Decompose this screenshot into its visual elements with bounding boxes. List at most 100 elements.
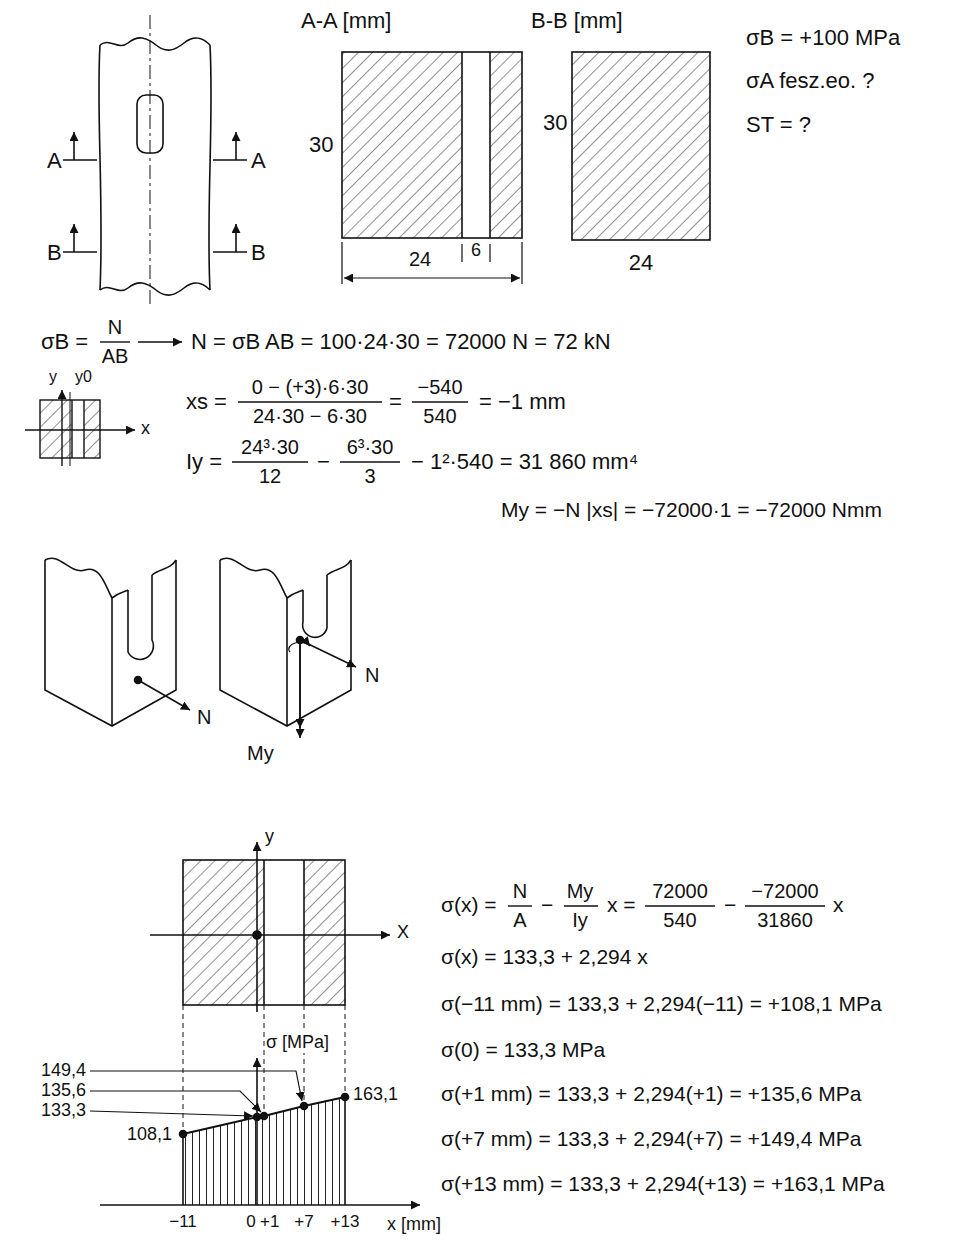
- annotation-text: X: [396, 922, 410, 943]
- annotation-text: 163,1: [352, 1084, 399, 1105]
- sketch-stroke: [73, 224, 75, 252]
- annotation-text: −540: [416, 376, 463, 399]
- annotation-text: 24³·30: [240, 436, 300, 459]
- annotation-text: 6: [470, 240, 482, 261]
- sketch-stroke: [342, 52, 522, 238]
- sketch-stroke: [286, 598, 288, 726]
- sketch-stroke: [84, 400, 100, 458]
- annotation-text: y: [48, 368, 58, 386]
- annotation-text: 24·30 − 6·30: [252, 405, 368, 428]
- sketch-stroke: [521, 242, 522, 284]
- sketch-stroke: [100, 1204, 420, 1206]
- sketch-stroke: [112, 590, 128, 598]
- sketch-stroke: [345, 1005, 346, 1097]
- annotation-text: A-A [mm]: [300, 8, 392, 33]
- annotation-text: Iy =: [185, 449, 223, 474]
- annotation-text: Iy: [571, 909, 589, 932]
- annotation-text: 540: [422, 405, 457, 428]
- annotation-text: ST = ?: [745, 112, 812, 137]
- sketch-stroke: [90, 1071, 302, 1101]
- sketch-stroke: [490, 52, 522, 238]
- sketch-stroke: [45, 560, 176, 726]
- annotation-text: 108,1: [126, 1124, 173, 1145]
- annotation-text: −: [540, 893, 554, 917]
- sketch-stroke: [461, 52, 463, 238]
- annotation-text: My: [246, 742, 275, 765]
- section-a-a: [342, 52, 522, 284]
- sketch-stroke: [182, 1134, 184, 1205]
- annotation-text: 30: [542, 110, 568, 135]
- annotation-text: x [mm]: [386, 1214, 442, 1235]
- annotation-text: +7: [293, 1212, 314, 1232]
- annotation-text: 24: [408, 248, 432, 271]
- annotation-text: B: [46, 240, 63, 265]
- sketch-stroke: [253, 931, 261, 939]
- sketch-stroke: [256, 1058, 258, 1205]
- annotation-text: My = −N |xs| = −72000·1 = −72000 Nmm: [500, 498, 883, 522]
- sketch-stroke: [342, 1094, 349, 1101]
- sketch-stroke: [100, 283, 210, 295]
- sketch-stroke: [261, 1113, 268, 1120]
- annotation-text: N = σB AB = 100·24·30 = 72000 N = 72 kN: [190, 329, 612, 354]
- sketch-stroke: [264, 1005, 265, 1116]
- annotation-text: − 1²·540 = 31 860 mm⁴: [410, 449, 639, 474]
- annotation-text: 12: [258, 465, 282, 488]
- annotation-text: x: [832, 893, 845, 917]
- annotation-text: x =: [606, 893, 637, 917]
- sketch-stroke: [183, 860, 264, 1005]
- block-sketch: [45, 558, 190, 726]
- annotation-text: +1: [259, 1212, 280, 1232]
- annotation-text: N: [107, 316, 123, 339]
- sketch-stroke: [340, 461, 400, 462]
- annotation-text: B: [250, 240, 267, 265]
- sketch-stroke: [326, 575, 328, 628]
- sketch-stroke: [150, 934, 390, 936]
- annotation-text: −: [316, 449, 331, 474]
- block-sketch: [220, 558, 356, 738]
- cross-section: [150, 842, 390, 1012]
- annotation-text: B-B [mm]: [530, 8, 624, 33]
- annotation-text: A: [46, 148, 63, 173]
- sketch-stroke: [289, 642, 310, 652]
- annotation-text: 0: [245, 1212, 256, 1232]
- annotation-text: 6³·30: [346, 436, 395, 459]
- annotation-text: 24: [628, 250, 654, 275]
- sketch-stroke: [299, 640, 301, 728]
- sketch-stroke: [287, 590, 303, 598]
- annotation-text: −72000: [750, 880, 819, 903]
- section-b-b: [572, 52, 710, 240]
- sketch-stroke: [302, 590, 304, 622]
- sketch-stroke: [73, 132, 75, 160]
- sketch-stroke: [303, 622, 327, 637]
- sketch-stroke: [138, 341, 182, 342]
- annotation-text: 0 − (+3)·6·30: [251, 376, 370, 399]
- annotation-text: σ(+7 mm) = 133,3 + 2,294(+7) = +149,4 MP…: [440, 1127, 862, 1151]
- annotation-text: 72000: [651, 880, 709, 903]
- sketch-stroke: [150, 15, 151, 305]
- sketch-stroke: [100, 38, 210, 50]
- sketch-stroke: [90, 1091, 261, 1112]
- annotation-text: N: [364, 664, 380, 687]
- annotation-text: N: [196, 706, 212, 729]
- annotation-text: y: [264, 826, 275, 847]
- annotation-text: A: [512, 909, 527, 932]
- annotation-text: = −1 mm: [478, 389, 567, 414]
- sketch-stroke: [303, 860, 305, 1005]
- sketch-stroke: [220, 560, 351, 726]
- annotation-text: 540: [662, 909, 697, 932]
- sketch-stroke: [301, 1103, 308, 1110]
- annotation-text: σ [MPa]: [265, 1032, 330, 1053]
- sketch-stroke: [99, 45, 101, 290]
- sketch-stroke: [213, 251, 247, 253]
- annotation-text: N: [512, 880, 528, 903]
- annotation-text: σ(−11 mm) = 133,3 + 2,294(−11) = +108,1 …: [440, 992, 883, 1016]
- annotation-text: My: [566, 880, 595, 903]
- sketch-stroke: [138, 680, 190, 710]
- sketch-stroke: [645, 905, 715, 906]
- sketch-stroke: [70, 392, 71, 466]
- sketch-stroke: [90, 1111, 253, 1116]
- sketch-stroke: [183, 860, 345, 1005]
- sketch-stroke: [62, 251, 97, 253]
- annotation-text: 31860: [756, 909, 814, 932]
